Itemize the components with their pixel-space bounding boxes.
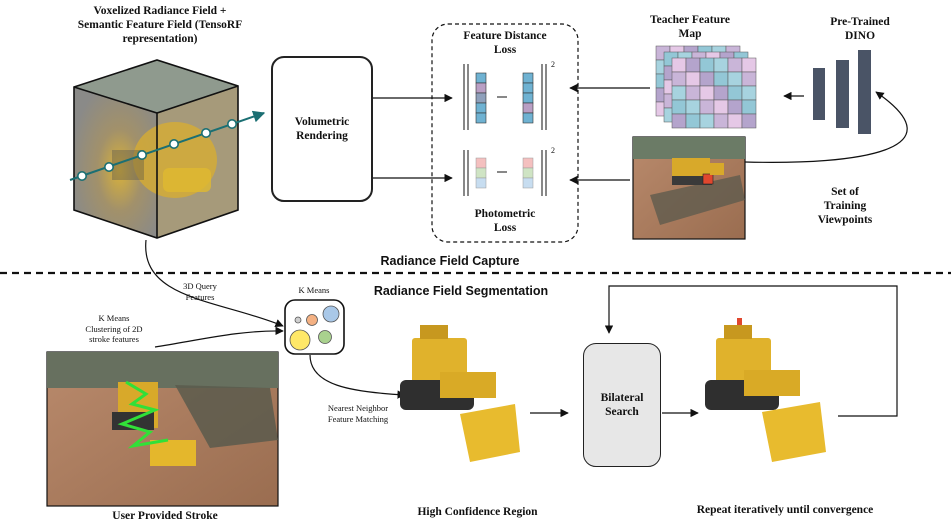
volumetric-rendering-box: Volumetric Rendering [271,56,373,202]
feature-map-cell [713,57,729,73]
blurred-bucket [163,168,211,192]
feature-map-cell [699,71,715,87]
kmeans-box [284,299,345,355]
feature-map-cell [699,99,715,115]
feature-map-cell [671,99,687,115]
feature-map-cell [741,71,757,87]
feature-map-cell [713,113,729,129]
sample-point [201,128,212,139]
feature-map-cell [685,99,701,115]
training-viewpoint-image [632,136,746,240]
arrow-kmeans-to-matching [309,354,406,399]
sample-point [104,162,115,173]
feature-map-cell [741,85,757,101]
capture-section-title: Radiance Field Capture [380,254,520,268]
feature-map-cell [671,57,687,73]
teacher-feature-map-label: Teacher Feature Map [650,14,730,40]
ray-with-samples [69,110,266,182]
feature-distance-loss-label: Feature Distance Loss [463,30,547,56]
query-features-label: 3D Query Features [183,281,217,302]
sample-point [137,150,148,161]
user-stroke-caption: User Provided Stroke [112,510,218,522]
user-stroke-image [46,351,279,507]
feature-loss-exponent: 2 [551,60,555,69]
loss-box [431,23,579,243]
segmented-bulldozer [705,318,826,462]
feature-map-cell [713,99,729,115]
bilateral-search-box: Bilateral Search [583,343,661,467]
arrow-repeat-loop [604,285,898,417]
bilateral-search-label: Bilateral Search [600,391,644,418]
voxel-cube [73,59,239,239]
feature-map-cell [741,57,757,73]
arrow-views-to-dino [744,91,908,163]
feature-map-cell [727,57,743,73]
sample-point [77,171,88,182]
feature-map-cell [685,57,701,73]
feature-map-cell [713,85,729,101]
feature-map-cell [671,71,687,87]
cube-front-face [74,87,157,238]
feature-map-cell [685,113,701,129]
teacher-feature-vector [522,72,534,124]
kmeans-clustering-label: K Means Clustering of 2D stroke features [85,313,143,345]
teacher-feature-map [655,45,757,129]
feature-map-cell [741,99,757,115]
feature-map-cell [741,113,757,129]
arrow-stroke-clustering [154,326,284,348]
feature-map-cell [671,113,687,129]
sample-point [227,119,238,130]
dino-label: Pre-Trained DINO [830,16,890,42]
photometric-loss-exponent: 2 [551,146,555,155]
volumetric-rendering-label: Volumetric Rendering [294,115,350,142]
feature-map-cell [727,113,743,129]
feature-map-cell [699,85,715,101]
nearest-neighbor-label: Nearest Neighbor Feature Matching [327,403,389,424]
feature-map-cell [727,85,743,101]
high-confidence-bulldozer [400,325,520,462]
kmeans-label: K Means [298,285,330,295]
feature-map-cell [685,85,701,101]
feature-map-cell [727,71,743,87]
photometric-loss-label: Photometric Loss [474,208,536,234]
feature-map-cell [699,113,715,129]
cube-outline [73,59,239,239]
feature-map-cell [727,99,743,115]
training-viewpoints-label: Set of Training Viewpoints [817,186,873,226]
segmentation-section-title: Radiance Field Segmentation [373,284,549,298]
voxel-field-title: Voxelized Radiance Field + Semantic Feat… [77,5,243,45]
sample-point [169,139,180,150]
green-stroke [117,380,169,449]
rendered-feature-vector [475,72,487,124]
feature-map-cell [713,71,729,87]
photometric-expression [463,150,547,196]
repeat-caption: Repeat iteratively until convergence [696,504,874,516]
high-confidence-caption: High Confidence Region [417,506,538,518]
feature-map-cell [685,71,701,87]
dino-network [813,50,871,134]
feature-map-cell [699,57,715,73]
feature-map-cell [671,85,687,101]
arrow-query-features [145,239,284,328]
feature-distance-expression [463,64,547,130]
